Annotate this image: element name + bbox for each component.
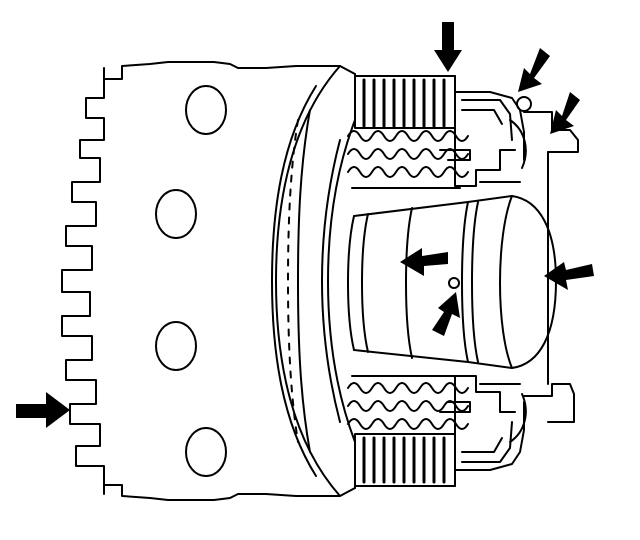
return-spring-icon: [347, 130, 469, 430]
pointer-arrow-icon: [432, 292, 460, 336]
drum-housing-icon: [103, 61, 356, 501]
drum-hole-icon: [155, 85, 227, 477]
pointer-arrow-icon: [400, 248, 448, 276]
pointer-arrow-icon: [434, 22, 462, 72]
check-ball-icon: [516, 96, 532, 112]
hub-bore-icon: [347, 181, 557, 385]
pointer-arrow-icon: [16, 392, 70, 428]
check-ball-icon: [448, 277, 460, 289]
clutch-plates-icon: [354, 75, 456, 487]
housing-teeth-icon: [61, 78, 105, 486]
drum-inner-wall-icon: [287, 73, 356, 489]
pointer-arrow-icon: [544, 262, 594, 290]
pointer-arrow-icon: [518, 48, 550, 92]
piston-icon: [439, 75, 579, 487]
pointer-arrow-icon: [550, 92, 580, 134]
